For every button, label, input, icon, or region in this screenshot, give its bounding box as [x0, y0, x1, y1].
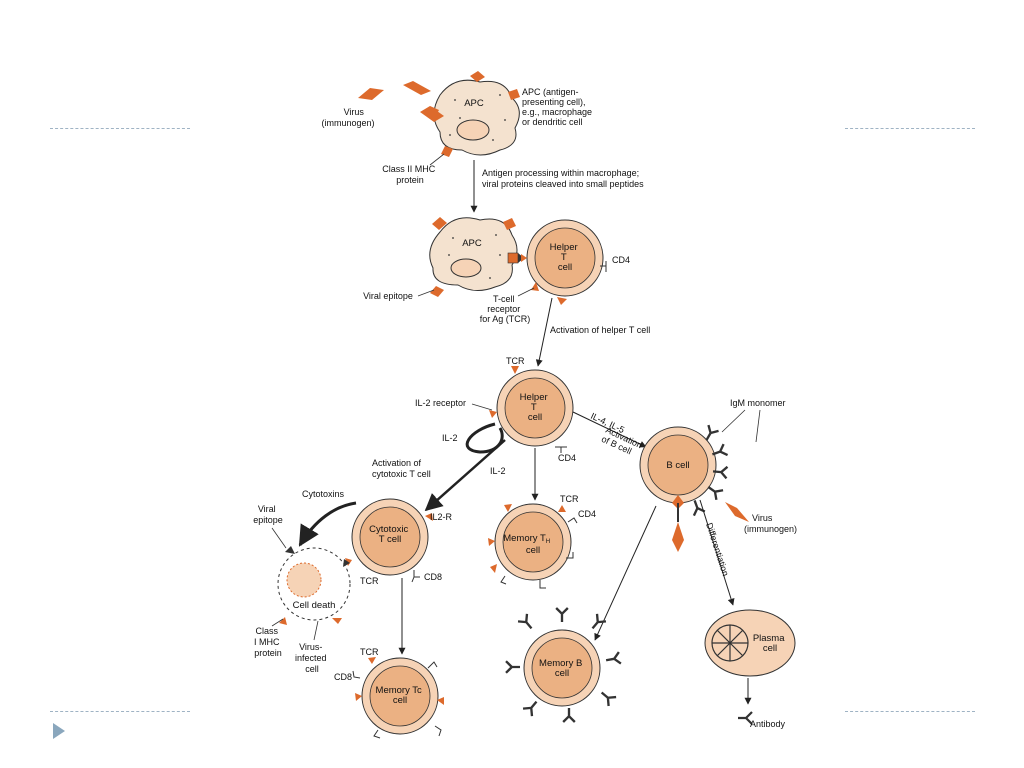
tcr-receptor-label: T-cell receptor for Ag (TCR) [480, 294, 531, 324]
antigen-processing-label: Antigen processing within macrophage; vi… [482, 168, 644, 189]
cd4-label-3: CD4 [578, 509, 596, 519]
tcr-cyto-label: TCR [360, 576, 379, 586]
cytotoxins-label: Cytotoxins [302, 489, 345, 499]
cytotoxic-t-label: Cytotoxic T cell [369, 524, 411, 545]
il2-label-b: IL-2 [490, 466, 506, 476]
tcr-label-top: TCR [506, 356, 525, 366]
apc-cell-middle: APC [429, 217, 524, 297]
tcr-mem-label: TCR [560, 494, 579, 504]
receptor-icon [503, 218, 516, 230]
virus-icon [725, 502, 749, 522]
il2-receptor-icon [489, 410, 497, 418]
cd8-label-1: CD8 [424, 572, 442, 582]
cd4-icon [555, 446, 567, 453]
divider-bottom-right [845, 711, 975, 712]
play-triangle-icon[interactable] [52, 722, 66, 740]
cell-death-label: Cell death [293, 600, 336, 611]
virus-label-top: Virus (immunogen) [321, 107, 374, 128]
tcr-tc-label: TCR [360, 647, 379, 657]
memory-tc-cell: Memory Tc cell [352, 657, 444, 739]
antibody-label: Antibody [750, 719, 786, 729]
virus-icon [420, 106, 444, 122]
il2r-label: IL2-R [430, 512, 453, 522]
cd8-icon [411, 570, 420, 583]
virus-infected-cell: Cell death [277, 546, 351, 625]
b-cell: B cell [639, 423, 729, 552]
cytotoxic-t-cell: Cytotoxic T cell [345, 498, 433, 583]
plasma-cell-label: Plasma cell [753, 633, 787, 654]
activation-helper-label: Activation of helper T cell [550, 325, 650, 335]
divider-bottom-left [50, 711, 190, 712]
plasma-cell: Plasma cell [704, 609, 796, 677]
receptor-icon [470, 71, 485, 82]
viral-epitope-label-2: Viral epitope [253, 504, 283, 525]
receptor-icon [432, 217, 447, 230]
viral-epitope-label: Viral epitope [363, 291, 413, 301]
helper-t-cell-top: Helper T cell [521, 219, 607, 305]
apc-label-top: APC [464, 98, 484, 109]
virus-label-right: Virus (immunogen) [744, 513, 797, 534]
memory-b-cell: Memory B cell [504, 606, 623, 724]
il2-receptor-label: IL-2 receptor [415, 398, 466, 408]
il2-loop-arrow [465, 422, 504, 454]
viral-epitope-icon [430, 286, 444, 297]
cd4-label-1: CD4 [612, 255, 630, 265]
virus-infected-label: Virus- infected cell [295, 642, 329, 674]
helper-t-label-2: Helper T cell [520, 392, 551, 423]
memory-tc-label: Memory Tc cell [376, 685, 425, 706]
receptor-icon [508, 89, 520, 100]
mhc-peptide-icon [507, 252, 519, 264]
il2-label-a: IL-2 [442, 433, 458, 443]
memory-th-label: Memory TH cell [503, 533, 553, 556]
differentiation-label: Differentiation [704, 522, 731, 578]
cd4-label-2: CD4 [558, 453, 576, 463]
activation-cyto-label: Activation of cytotoxic T cell [372, 458, 431, 479]
helper-t-label: Helper T cell [550, 242, 581, 273]
virus-icon [403, 81, 431, 95]
virus-icon [672, 522, 684, 552]
cd8-label-2: CD8 [334, 672, 352, 682]
b-cell-label: B cell [666, 460, 689, 471]
divider-top-right [845, 128, 975, 129]
apc-label-middle: APC [462, 238, 482, 249]
class1-mhc-label: Class I MHC protein [254, 626, 282, 658]
virus-icon [358, 88, 384, 100]
antibody-icon [738, 711, 753, 725]
class2-mhc-label: Class II MHC protein [382, 164, 438, 185]
memory-b-label: Memory B cell [539, 658, 585, 679]
divider-top-left [50, 128, 190, 129]
memory-th-cell: Memory TH cell [488, 503, 578, 589]
igm-monomer-label: IgM monomer [730, 398, 786, 408]
cd4-icon [600, 261, 607, 272]
apc-description: APC (antigen- presenting cell), e.g., ma… [522, 87, 595, 127]
helper-t-cell-activated: Helper T cell [489, 366, 574, 453]
